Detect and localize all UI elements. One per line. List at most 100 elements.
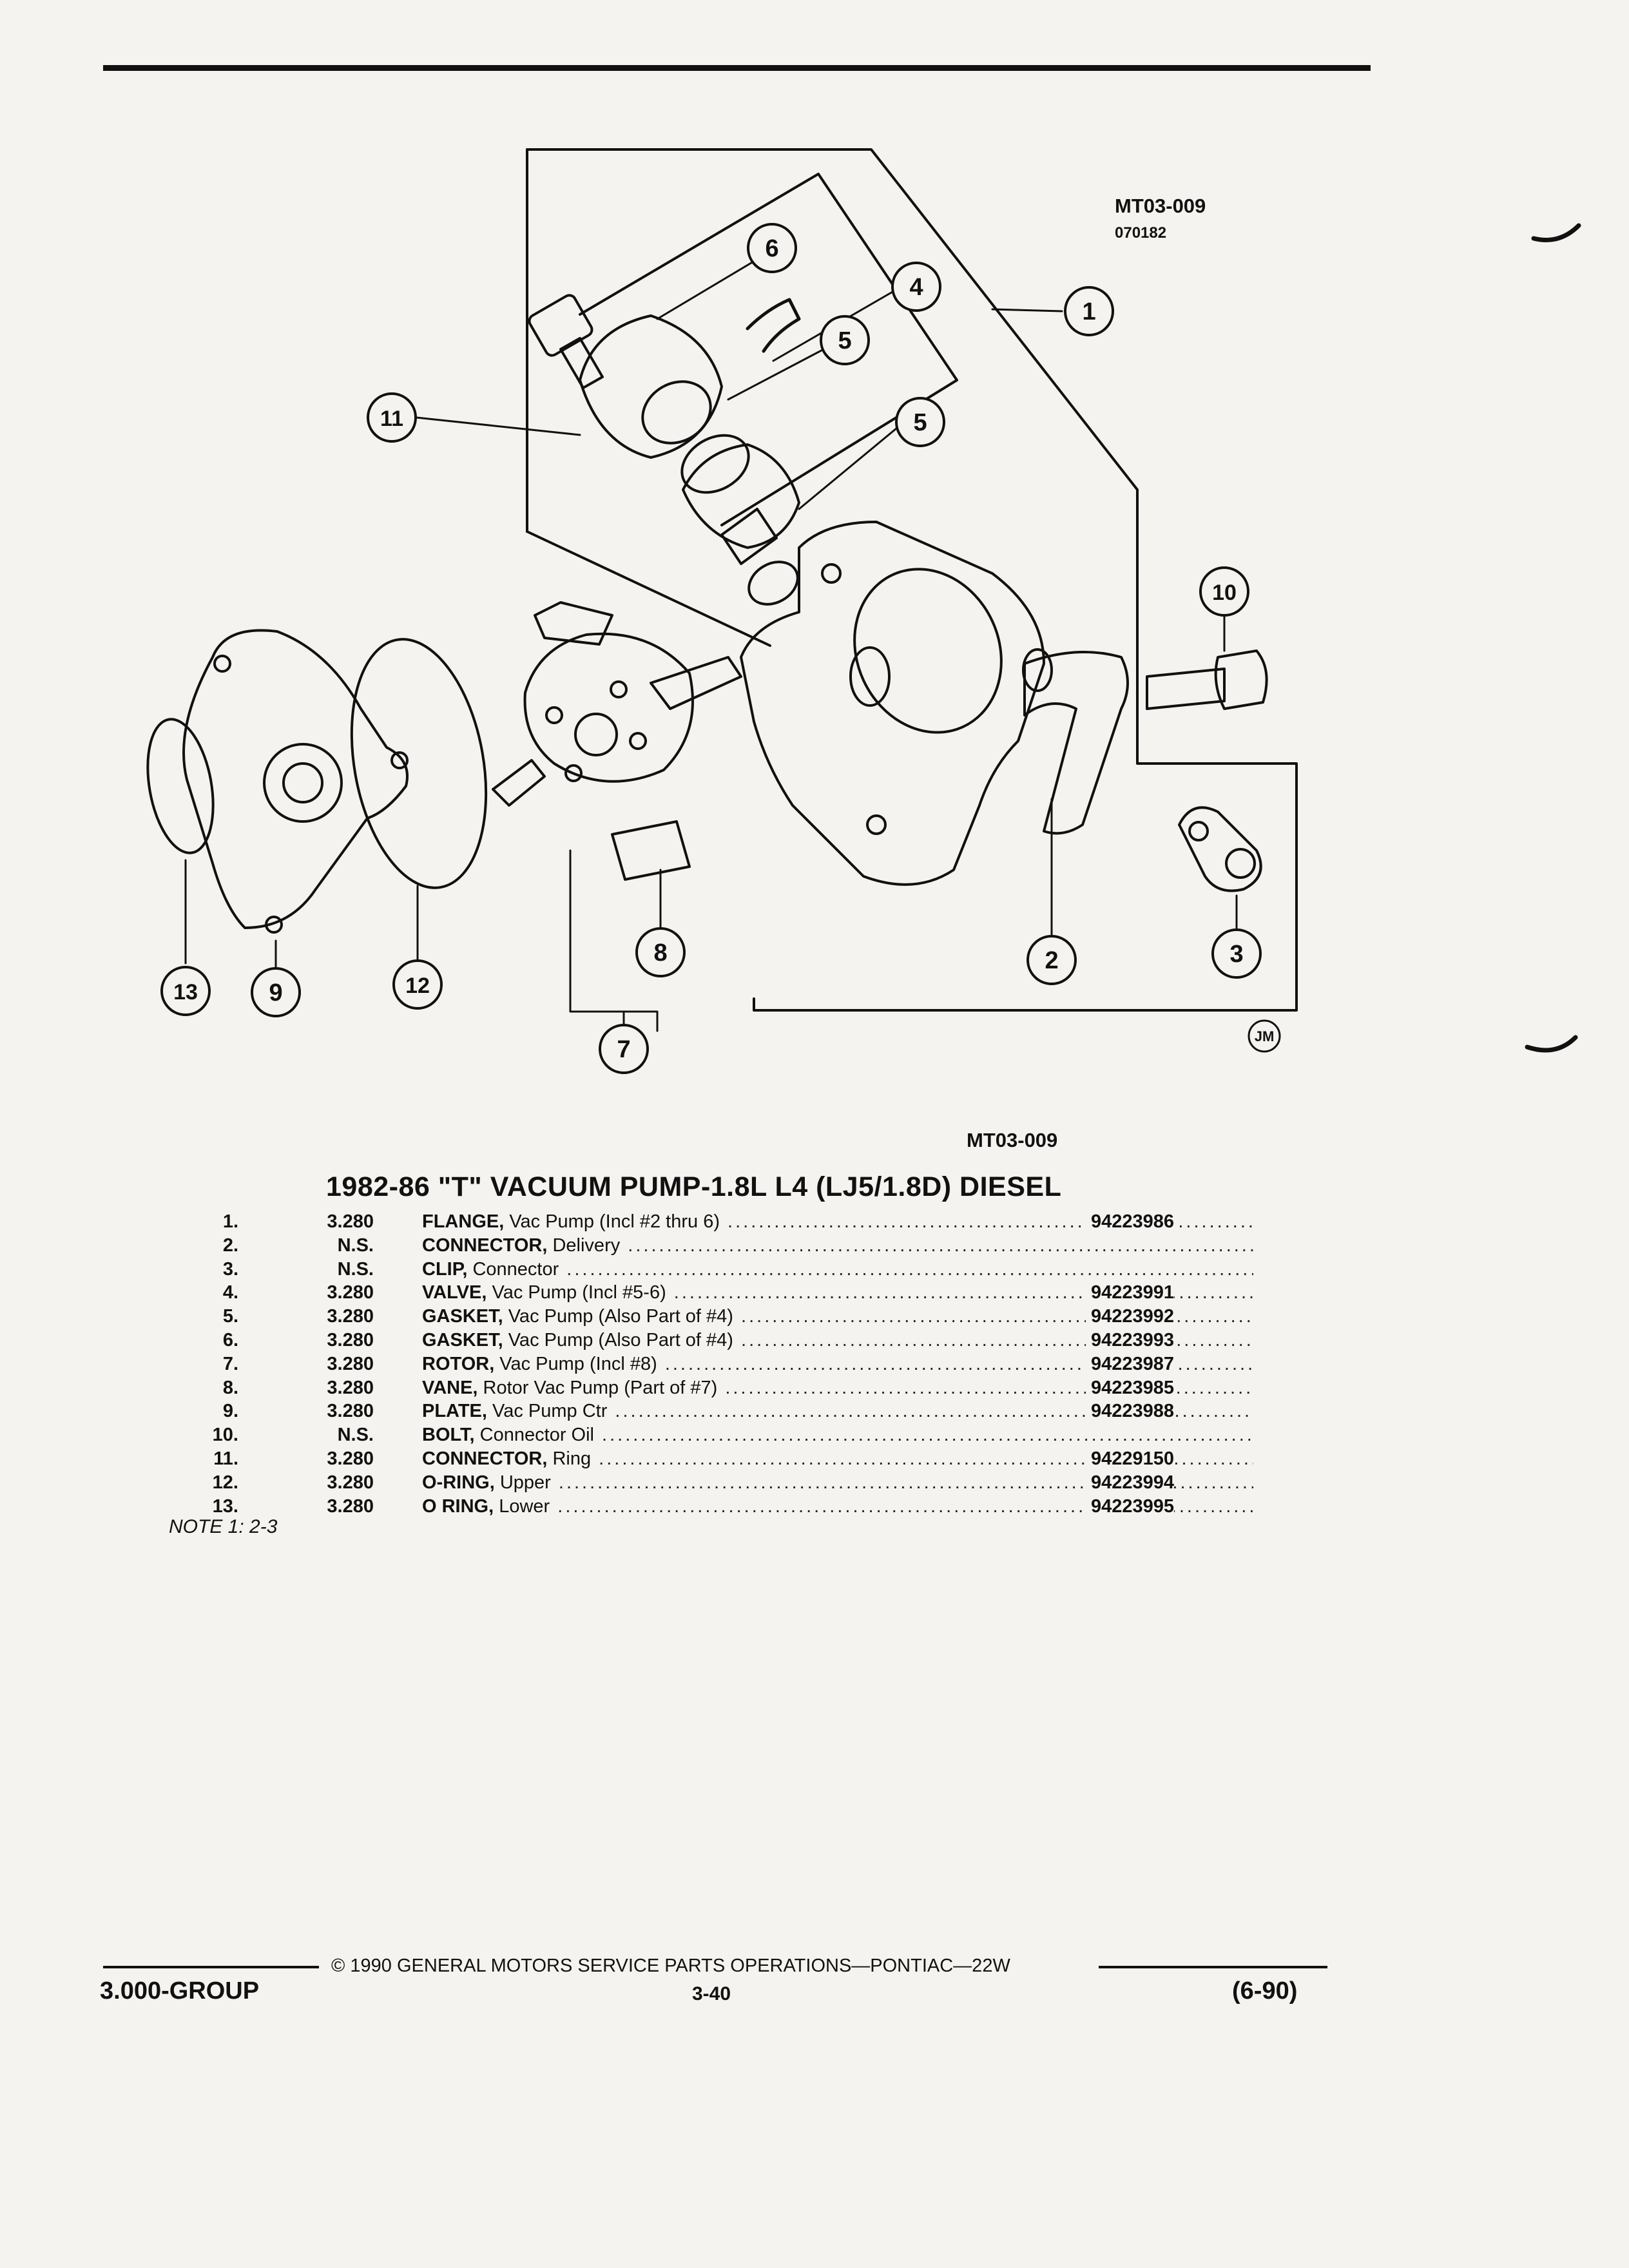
callout-6: 6 — [747, 223, 797, 273]
item-number: 10. — [212, 1425, 238, 1446]
callout-label-13: 13 — [173, 980, 198, 1004]
part-detail: Rotor Vac Pump (Part of #7) — [477, 1377, 718, 1398]
item-number: 12. — [212, 1472, 238, 1493]
group-number: N.S. — [337, 1235, 374, 1256]
part-number: 94223985 — [1086, 1376, 1175, 1400]
part-name: GASKET, — [422, 1329, 503, 1350]
group-number: 3.280 — [327, 1377, 374, 1398]
part-name: PLATE, — [422, 1401, 487, 1422]
part-number: 94223993 — [1086, 1328, 1175, 1352]
part-number: 94223991 — [1086, 1281, 1175, 1305]
part-number: 94229150 — [1086, 1446, 1175, 1471]
part-detail: Vac Pump (Also Part of #4) — [503, 1306, 733, 1327]
part-number: 94223986 — [1086, 1210, 1175, 1234]
outline-diagonal — [526, 530, 771, 647]
footer-rule-left — [103, 1966, 319, 1968]
part-detail: Vac Pump (Also Part of #4) — [503, 1329, 733, 1350]
plate-and-rings-drawing — [146, 629, 488, 934]
item-number: 2. — [222, 1235, 238, 1256]
callout-5-lower: 5 — [895, 397, 945, 447]
item-number: 6. — [222, 1329, 238, 1350]
item-number: 7. — [222, 1353, 238, 1374]
artist-mark: JM — [1248, 1019, 1281, 1053]
item-number: 1. — [222, 1211, 238, 1232]
part-name: O RING, — [422, 1495, 494, 1517]
part-detail: Upper — [494, 1472, 551, 1493]
rotor-drawing — [492, 601, 742, 881]
callout-10: 10 — [1199, 566, 1249, 617]
group-number: 3.280 — [327, 1401, 374, 1422]
part-detail: Vac Pump (Incl #2 thru 6) — [504, 1211, 720, 1232]
callout-label-11: 11 — [380, 407, 403, 431]
margin-marks — [1525, 223, 1581, 1053]
group-number: 3.280 — [327, 1211, 374, 1232]
part-number: 94223987 — [1086, 1352, 1175, 1376]
figure-date-code: 070182 — [1115, 224, 1167, 242]
part-detail: Connector — [467, 1258, 559, 1280]
pump-housing-drawing — [740, 521, 1129, 886]
parts-list-title: 1982-86 "T" VACUUM PUMP-1.8L L4 (LJ5/1.8… — [326, 1171, 1062, 1202]
part-detail: Vac Pump (Incl #5-6) — [487, 1282, 666, 1303]
item-number: 3. — [222, 1258, 238, 1280]
group-number: 3.280 — [327, 1306, 374, 1327]
part-detail: Ring — [547, 1448, 592, 1469]
callout-label-12: 12 — [405, 974, 430, 998]
bolt-drawing — [1146, 649, 1268, 710]
footer-rule-right — [1099, 1966, 1327, 1968]
callout-7: 7 — [599, 1024, 649, 1074]
part-detail: Lower — [494, 1495, 550, 1517]
part-description: BOLT, Connector Oil ....................… — [422, 1423, 1253, 1447]
part-name: O-RING, — [422, 1472, 495, 1493]
parts-row: 6. 3.280 GASKET, Vac Pump (Also Part of #4… — [174, 1328, 1253, 1352]
figure-id-top: MT03-009 — [1115, 195, 1206, 217]
callout-12: 12 — [392, 959, 443, 1010]
artist-mark-label: JM — [1255, 1028, 1275, 1044]
item-number: 4. — [222, 1282, 238, 1303]
part-name: CONNECTOR, — [422, 1235, 548, 1256]
group-number: 3.280 — [327, 1495, 374, 1517]
leader-dots: ........................................… — [602, 1425, 1253, 1446]
callout-label-9: 9 — [269, 979, 282, 1006]
callout-label-2: 2 — [1045, 947, 1058, 974]
parts-row: 2.N.S.CONNECTOR, Delivery ..............… — [174, 1234, 1253, 1258]
valve-group-bracket — [579, 173, 958, 526]
group-number: 3.280 — [327, 1472, 374, 1493]
exploded-parts-diagram: 1 2 3 4 5 5 6 7 8 9 10 11 12 13 JM — [146, 148, 1581, 1074]
note: NOTE 1: 2-3 — [169, 1516, 278, 1537]
leader-dots: ........................................… — [741, 1329, 1253, 1350]
valve-assembly-drawing — [528, 294, 801, 606]
callout-label-1: 1 — [1082, 298, 1095, 325]
callout-label-5-lower: 5 — [913, 409, 927, 436]
part-name: CONNECTOR, — [422, 1448, 548, 1469]
item-number: 5. — [222, 1306, 238, 1327]
callout-3: 3 — [1211, 928, 1262, 979]
footer-page-number: 3-40 — [692, 1983, 731, 2004]
part-number: 94223992 — [1086, 1305, 1175, 1329]
callout-9: 9 — [251, 967, 301, 1017]
group-outline-1 — [526, 148, 1298, 1012]
group-number: 3.280 — [327, 1353, 374, 1374]
figure-id-bottom: MT03-009 — [967, 1129, 1058, 1151]
part-name: ROTOR, — [422, 1353, 495, 1374]
leader-dots: ........................................… — [566, 1258, 1253, 1280]
group-number: 3.280 — [327, 1448, 374, 1469]
part-detail: Delivery — [547, 1235, 621, 1256]
leader-dots: ........................................… — [741, 1306, 1253, 1327]
part-name: GASKET, — [422, 1306, 503, 1327]
callout-8: 8 — [635, 927, 686, 977]
callout-5-upper: 5 — [820, 315, 870, 365]
callout-label-8: 8 — [653, 939, 667, 966]
footer-date: (6-90) — [1232, 1977, 1298, 2004]
footer-copyright: © 1990 GENERAL MOTORS SERVICE PARTS OPER… — [331, 1956, 1010, 1976]
callout-11: 11 — [367, 392, 417, 443]
item-number: 9. — [222, 1401, 238, 1422]
part-number: 94223995 — [1086, 1494, 1175, 1519]
parts-row: 10.N.S.BOLT, Connector Oil .............… — [174, 1423, 1253, 1447]
callout-4: 4 — [891, 262, 941, 312]
part-name: VANE, — [422, 1377, 478, 1398]
group-number: 3.280 — [327, 1329, 374, 1350]
